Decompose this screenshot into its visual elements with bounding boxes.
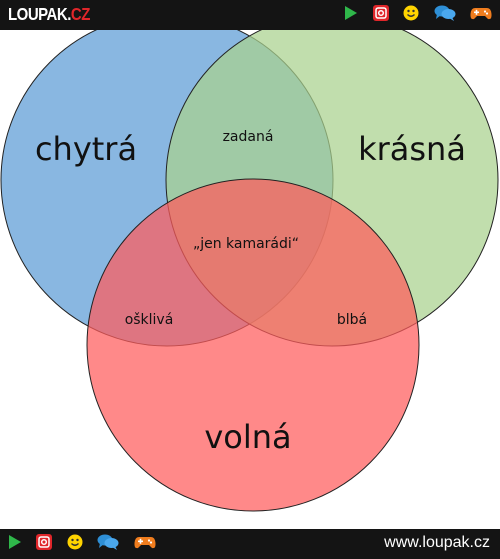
- region-label-zadana: zadaná: [223, 129, 274, 145]
- chat-icon[interactable]: [434, 5, 456, 21]
- smiley-icon[interactable]: [67, 534, 83, 550]
- site-logo[interactable]: LOUPAK.CZ: [8, 5, 90, 25]
- instagram-icon[interactable]: [372, 4, 389, 21]
- bottom-icon-bar: [8, 533, 156, 555]
- top-bar: LOUPAK.CZ: [0, 0, 500, 30]
- set-label-volna: volná: [204, 418, 291, 456]
- play-icon[interactable]: [8, 534, 22, 550]
- set-label-krasna: krásná: [358, 130, 466, 168]
- logo-text: LOUPAK.: [8, 5, 71, 25]
- venn-diagram: chytrá krásná volná zadaná „jen kamarádi…: [0, 30, 499, 512]
- set-label-chytra: chytrá: [35, 130, 137, 168]
- bottom-bar: www.loupak.cz: [0, 529, 500, 559]
- footer-url[interactable]: www.loupak.cz: [384, 534, 490, 551]
- smiley-icon[interactable]: [403, 5, 419, 21]
- gamepad-icon[interactable]: [134, 534, 156, 550]
- chat-icon[interactable]: [97, 534, 119, 550]
- play-icon[interactable]: [344, 5, 358, 21]
- region-label-blba: blbá: [337, 312, 367, 328]
- region-label-jen-kamaradi: „jen kamarádi“: [193, 236, 299, 252]
- gamepad-icon[interactable]: [470, 5, 492, 21]
- instagram-icon[interactable]: [36, 533, 53, 550]
- circle-volna: [86, 178, 420, 512]
- logo-tld: CZ: [70, 5, 91, 25]
- top-icon-bar: [334, 4, 492, 26]
- region-label-osklivá: ošklivá: [125, 312, 174, 328]
